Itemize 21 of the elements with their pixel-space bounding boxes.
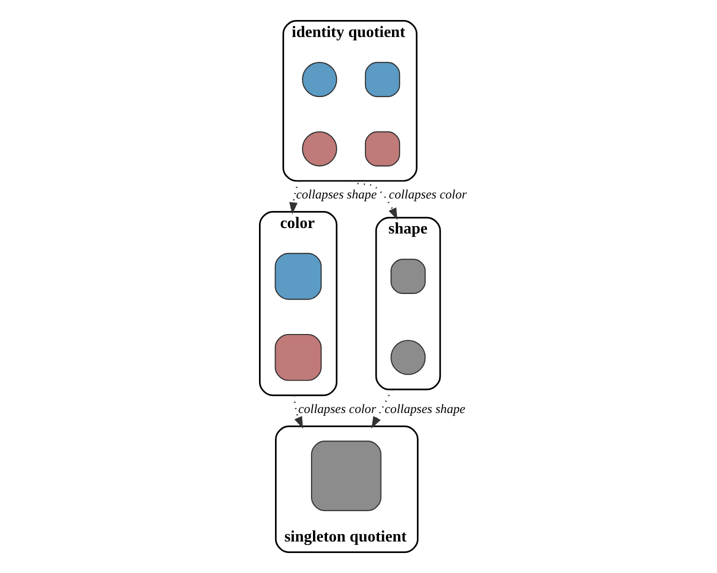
cluster: color xyxy=(259,211,338,396)
node-box xyxy=(364,62,400,98)
node-box xyxy=(311,440,382,512)
arrow xyxy=(293,395,304,429)
arrow xyxy=(371,389,393,429)
cluster: identity quotient xyxy=(282,20,418,182)
arrow xyxy=(351,180,398,220)
node-circle xyxy=(302,131,338,166)
node-circle xyxy=(390,340,426,376)
edge-label: collapses color xyxy=(298,402,376,416)
edge-label: collapses color xyxy=(388,188,467,202)
edge-label: collapses shape xyxy=(384,402,466,416)
node-box xyxy=(274,334,322,381)
arrow xyxy=(289,180,300,214)
node-box xyxy=(274,252,322,300)
cluster: singleton quotient xyxy=(275,425,419,553)
edge-label: collapses shape xyxy=(296,188,377,202)
node-circle xyxy=(302,62,338,98)
node-box xyxy=(364,131,400,166)
cluster: shape xyxy=(375,216,441,390)
node-box xyxy=(390,258,426,294)
